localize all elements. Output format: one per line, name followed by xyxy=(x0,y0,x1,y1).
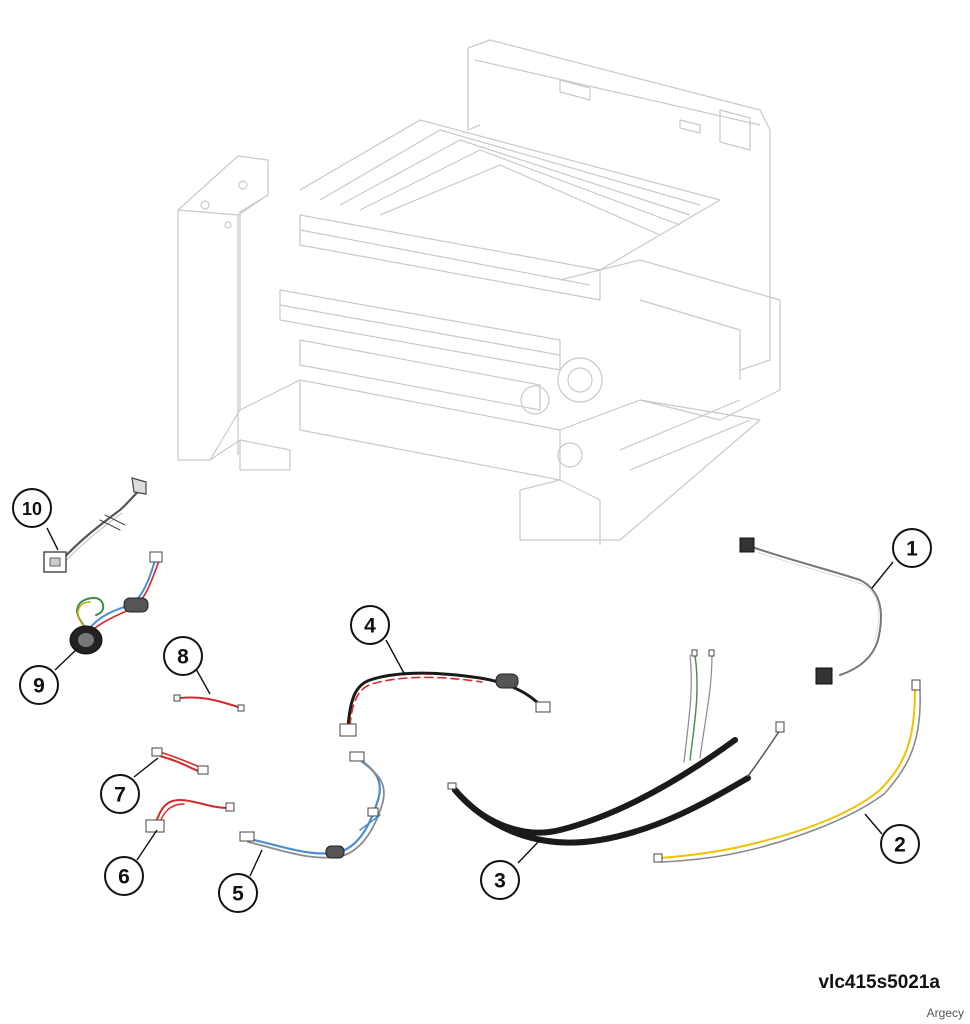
part-6-red-wire xyxy=(145,798,235,833)
callout-4-label: 4 xyxy=(364,615,376,638)
callout-9: 9 xyxy=(19,665,59,705)
callout-2-label: 2 xyxy=(894,834,906,857)
part-1-white-cable xyxy=(739,537,882,685)
part-2-yellow-wire xyxy=(653,679,921,863)
callout-6-label: 6 xyxy=(118,866,130,889)
part-3-black-cable-assembly xyxy=(447,649,785,846)
callout-6: 6 xyxy=(104,856,144,896)
part-7-red-wire xyxy=(151,747,209,775)
part-4-black-red-harness xyxy=(339,671,551,737)
callout-8-label: 8 xyxy=(177,646,189,669)
printer-frame-assembly xyxy=(177,39,781,545)
part-9-power-inlet-harness xyxy=(69,551,163,655)
callout-5: 5 xyxy=(218,873,258,913)
part-8-red-wire xyxy=(173,694,245,712)
callout-1-label: 1 xyxy=(906,538,918,561)
callout-7: 7 xyxy=(100,774,140,814)
callout-3-label: 3 xyxy=(494,870,506,893)
callout-3: 3 xyxy=(480,860,520,900)
figure-code: vlc415s5021a xyxy=(818,972,940,993)
callout-8: 8 xyxy=(163,636,203,676)
part-5-blue-harness xyxy=(239,751,385,859)
callout-5-label: 5 xyxy=(232,883,244,906)
callout-10: 10 xyxy=(12,488,52,528)
watermark-text: Argecy xyxy=(926,1006,964,1020)
callout-leaders xyxy=(46,527,894,877)
callout-9-label: 9 xyxy=(33,675,45,698)
callout-10-label: 10 xyxy=(22,499,42,519)
callout-1: 1 xyxy=(892,528,932,568)
callout-7-label: 7 xyxy=(114,784,126,807)
callout-4: 4 xyxy=(350,605,390,645)
part-10-sensor-cable xyxy=(43,477,147,573)
callout-2: 2 xyxy=(880,824,920,864)
